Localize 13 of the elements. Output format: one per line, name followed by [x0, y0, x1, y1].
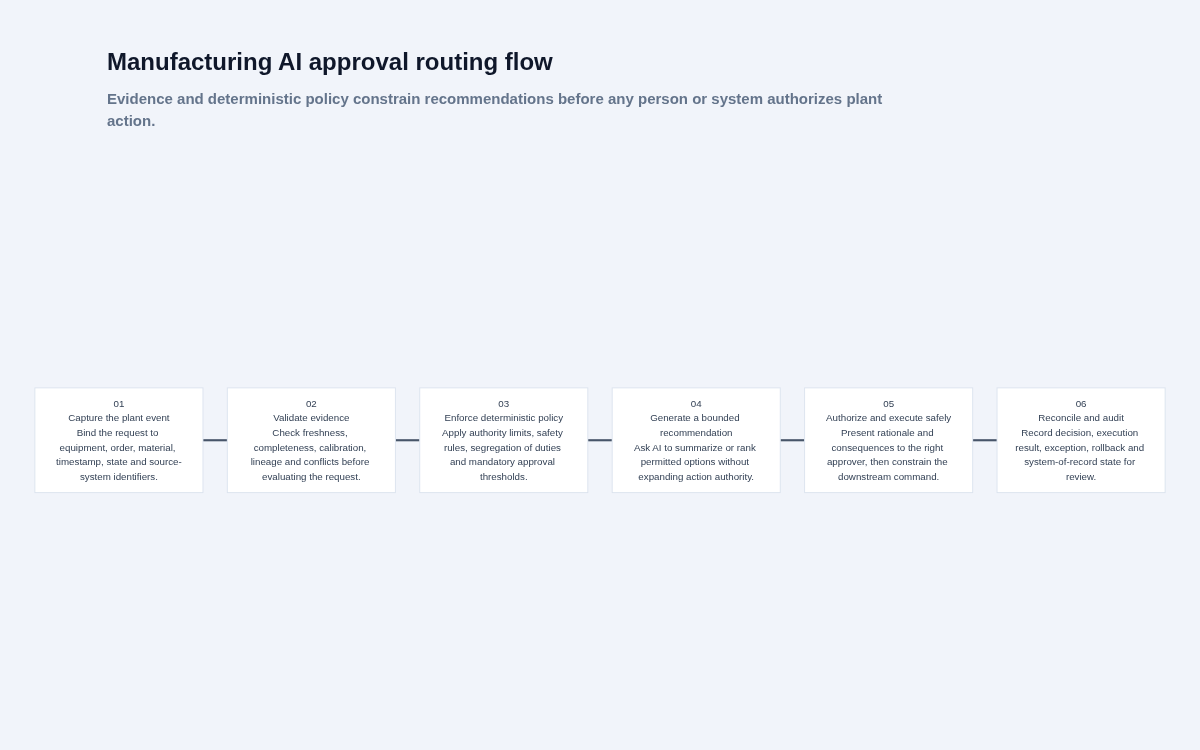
diagram-title: Manufacturing AI approval routing flow	[107, 48, 554, 76]
node-box: 04 Generate a bounded recommendation Ask AI to summarize or rank permitted options without expanding action authority.	[611, 387, 781, 493]
connector	[587, 438, 613, 442]
diagram-subtitle: Evidence and deterministic policy constrain recommendations before any person or system authorizes plant action.	[107, 89, 884, 131]
connector	[395, 438, 420, 442]
connector	[972, 438, 998, 442]
node-box: 05 Authorize and execute safely Present rationale and consequences to the right approver, then constrain the downstream command.	[804, 387, 974, 493]
connector	[202, 438, 228, 442]
connector	[780, 438, 805, 442]
node-box: 01 Capture the plant event Bind the request to equipment, order, material, timestamp, state and source-system identifiers.	[34, 387, 204, 493]
node-box: 06 Reconcile and audit Record decision, execution result, exception, rollback and system-of-record state for review.	[996, 387, 1166, 493]
node-box: 02 Validate evidence Check freshness, completeness, calibration, lineage and conflicts before evaluating the request.	[226, 387, 396, 493]
node-box: 03 Enforce deterministic policy Apply authority limits, safety rules, segregation of duties and mandatory approval thresholds.	[419, 387, 589, 493]
